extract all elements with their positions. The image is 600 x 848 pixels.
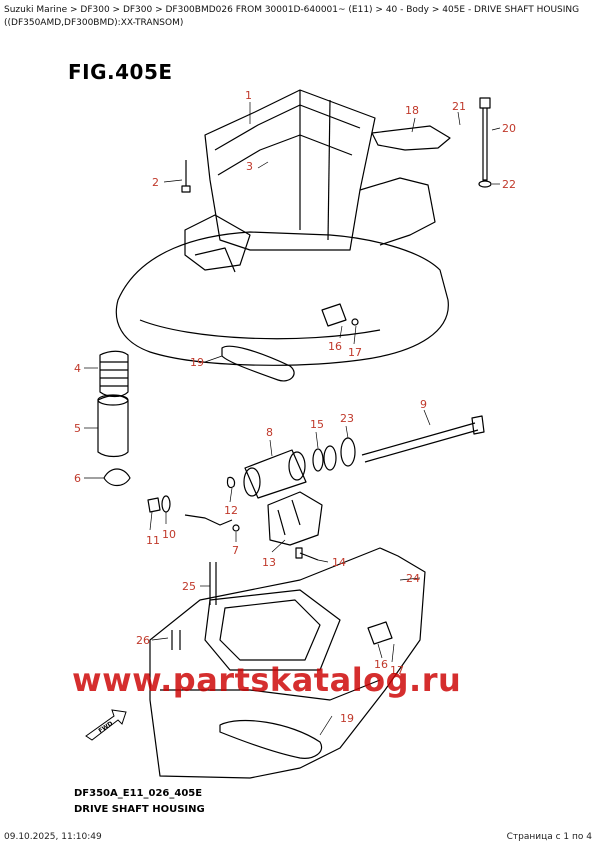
callout-19-lower: 19 xyxy=(340,712,354,725)
callout-22: 22 xyxy=(502,178,516,191)
callout-numbers: 1 2 3 18 21 20 22 16 17 4 19 5 6 9 15 23… xyxy=(74,89,516,725)
callout-26: 26 xyxy=(136,634,150,647)
long-bolt xyxy=(479,97,491,181)
callout-17: 17 xyxy=(348,346,362,359)
fwd-arrow-icon: FWD xyxy=(85,709,127,741)
filter-element xyxy=(99,350,129,398)
callout-11: 11 xyxy=(146,534,160,547)
housing-flange xyxy=(115,231,449,366)
callout-8: 8 xyxy=(266,426,273,439)
callout-16: 16 xyxy=(328,340,342,353)
callout-10: 10 xyxy=(162,528,176,541)
callout-23: 23 xyxy=(340,412,354,425)
figure-caption: DRIVE SHAFT HOUSING xyxy=(74,804,205,815)
fwd-label: FWD xyxy=(97,720,114,735)
watermark: www.partskatalog.ru xyxy=(72,661,462,699)
bushing xyxy=(244,449,307,499)
callout-20: 20 xyxy=(502,122,516,135)
callout-3: 3 xyxy=(246,160,253,173)
print-timestamp: 09.10.2025, 11:10:49 xyxy=(4,832,102,842)
callout-15: 15 xyxy=(310,418,324,431)
callout-16-lower: 16 xyxy=(374,658,388,671)
callout-2: 2 xyxy=(152,176,159,189)
housing-upper xyxy=(204,89,376,251)
shaft-rod xyxy=(361,415,485,463)
page-count: Страница с 1 по 4 xyxy=(506,832,592,842)
callout-7: 7 xyxy=(232,544,239,557)
callout-24: 24 xyxy=(406,572,420,585)
cover-part xyxy=(371,125,451,151)
breadcrumb: Suzuki Marine > DF300 > DF300 > DF300BMD… xyxy=(4,5,580,28)
callout-1: 1 xyxy=(245,89,252,102)
callout-13: 13 xyxy=(262,556,276,569)
callout-9: 9 xyxy=(420,398,427,411)
callout-19: 19 xyxy=(190,356,204,369)
housing-lower xyxy=(149,547,426,779)
figure-code: DF350A_E11_026_405E xyxy=(74,788,203,799)
callout-25: 25 xyxy=(182,580,196,593)
callout-18: 18 xyxy=(405,104,419,117)
callout-21: 21 xyxy=(452,100,466,113)
callout-17-lower: 17 xyxy=(390,664,404,677)
callout-14: 14 xyxy=(332,556,346,569)
callout-12: 12 xyxy=(224,504,238,517)
callout-4: 4 xyxy=(74,362,81,375)
callout-5: 5 xyxy=(74,422,81,435)
figure-title: FIG.405E xyxy=(68,60,173,84)
callout-6: 6 xyxy=(74,472,81,485)
